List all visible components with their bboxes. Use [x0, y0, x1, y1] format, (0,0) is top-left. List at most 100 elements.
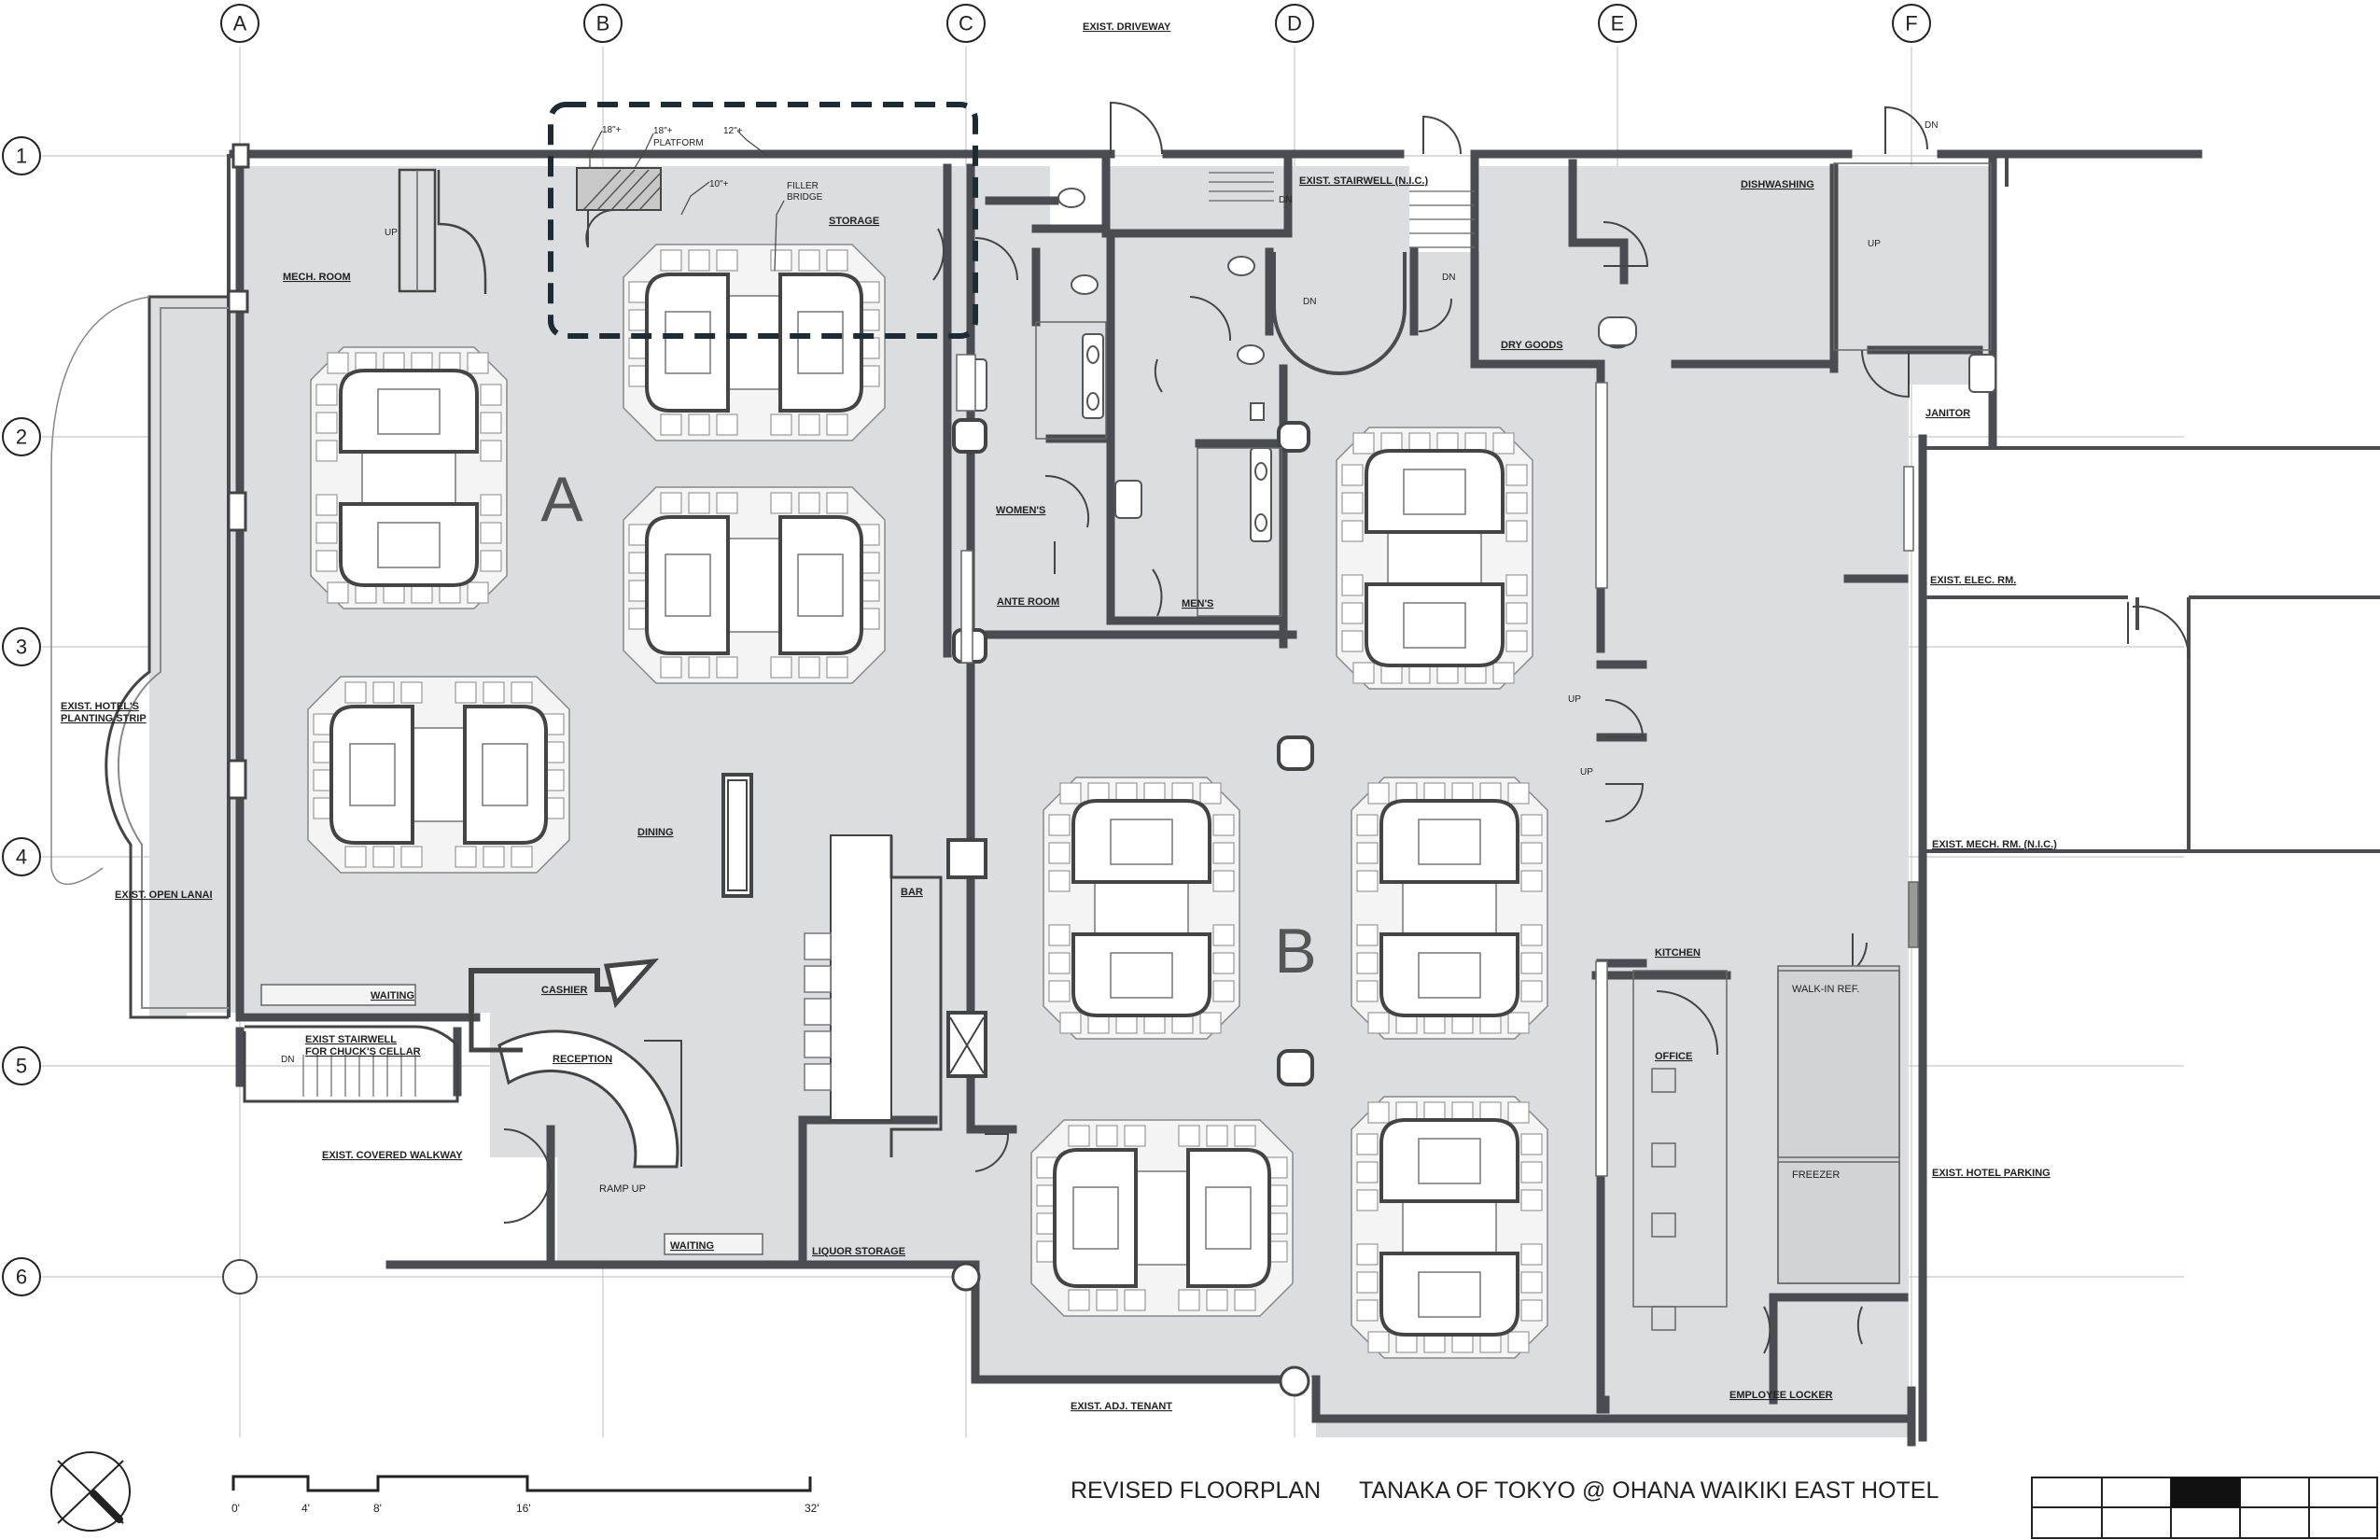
grid-bubble-e — [1598, 4, 1637, 43]
grid-bubble-5 — [2, 1046, 41, 1085]
label-employee-locker: EMPLOYEE LOCKER — [1729, 1390, 1833, 1401]
scale-tick-0: 0' — [231, 1502, 240, 1515]
label-storage: STORAGE — [829, 216, 879, 227]
label-dining: DINING — [637, 827, 674, 838]
note-up-1: UP — [1568, 694, 1581, 705]
note-platform-dim-3: 12"+ — [723, 126, 743, 136]
scale-tick-32: 32' — [805, 1502, 819, 1515]
existing-labels: EXIST. DRIVEWAY EXIST. HOTEL'S PLANTING … — [61, 21, 2057, 1412]
label-cashier: CASHIER — [541, 985, 588, 996]
zone-a-label: A — [540, 464, 583, 535]
grid-label-3: 3 — [16, 636, 27, 659]
table-a3-ghost — [622, 243, 887, 442]
note-up-dish: UP — [1868, 239, 1881, 249]
bar-counter — [721, 773, 943, 1157]
label-freezer: FREEZER — [1792, 1169, 1840, 1181]
cashier-counter — [469, 958, 660, 1053]
note-dn-top: DN — [1925, 120, 1938, 131]
scale-tick-4: 4' — [301, 1502, 310, 1515]
title-block: REVISED FLOORPLAN TANAKA OF TOKYO @ OHAN… — [1071, 1477, 1939, 1504]
grid-label-1: 1 — [16, 145, 27, 168]
table-a4 — [622, 485, 887, 685]
grid-bubble-1 — [2, 136, 41, 175]
misc-partitions — [260, 162, 1992, 1331]
note-platform: PLATFORM — [653, 138, 704, 148]
label-waiting-1: WAITING — [371, 990, 414, 1001]
platform-hatch — [576, 167, 662, 248]
grid-label-2: 2 — [16, 426, 27, 449]
grid-label-c: C — [959, 12, 973, 35]
note-dn-stair-3: DN — [1442, 273, 1455, 283]
table-b5 — [1350, 1095, 1549, 1360]
label-kitchen: KITCHEN — [1655, 947, 1701, 959]
planting-strip — [50, 295, 229, 1019]
note-dn-chucks: DN — [281, 1055, 294, 1065]
stair-treads — [243, 172, 1475, 1103]
scale-tick-16: 16' — [516, 1502, 531, 1515]
label-ante-room: ANTE ROOM — [997, 596, 1059, 608]
label-dishwashing: DISHWASHING — [1741, 179, 1814, 190]
label-office: OFFICE — [1655, 1051, 1692, 1062]
label-exist-covered-walkway: EXIST. COVERED WALKWAY — [322, 1150, 463, 1161]
table-a1 — [309, 345, 509, 610]
grid-bubble-a — [220, 4, 259, 43]
restroom-fixtures — [965, 188, 1996, 542]
label-dry-goods: DRY GOODS — [1501, 340, 1563, 351]
annotation-labels: 18"+ 18"+ PLATFORM 12"+ 10"+ FILLER BRID… — [281, 120, 1938, 1065]
table-b2 — [1042, 776, 1241, 1041]
grid-bubble-d — [1275, 4, 1314, 43]
scale-bar: 0' 4' 8' 16' 32' — [231, 1475, 819, 1515]
grid-label-a: A — [233, 12, 247, 35]
label-janitor: JANITOR — [1925, 408, 1970, 419]
grid-bubble-6 — [2, 1257, 41, 1296]
label-exist-mech-rm: EXIST. MECH. RM. (N.I.C.) — [1932, 839, 2057, 850]
sheet-index-grid — [2031, 1477, 2378, 1539]
grid-label-b: B — [596, 12, 610, 35]
label-exist-planting-1: EXIST. HOTEL'S — [61, 701, 139, 712]
label-mech-room: MECH. ROOM — [283, 272, 351, 283]
label-exist-driveway: EXIST. DRIVEWAY — [1083, 21, 1171, 33]
note-bridge: BRIDGE — [787, 192, 823, 203]
row-grid-bubbles: 1 2 3 4 5 6 — [2, 136, 41, 1296]
label-exist-hotel-parking: EXIST. HOTEL PARKING — [1932, 1168, 2051, 1179]
note-platform-dim-1: 18"+ — [602, 125, 622, 135]
label-walk-in-ref: WALK-IN REF. — [1792, 984, 1859, 995]
grid-bubble-b — [583, 4, 623, 43]
grid-bubble-3 — [2, 627, 41, 666]
reception-desk — [497, 1029, 682, 1169]
grid-label-4: 4 — [16, 846, 27, 869]
note-up-2: UP — [1580, 767, 1593, 777]
label-womens: WOMEN'S — [996, 505, 1045, 516]
table-b3 — [1350, 776, 1549, 1041]
column-grid-bubbles: A B C D E F — [220, 4, 1931, 43]
label-ramp-up: RAMP UP — [599, 1183, 646, 1195]
label-exist-adj-tenant: EXIST. ADJ. TENANT — [1071, 1401, 1172, 1412]
north-arrow-icon — [90, 1490, 123, 1523]
label-exist-open-lanai: EXIST. OPEN LANAI — [115, 889, 213, 901]
label-liquor-storage: LIQUOR STORAGE — [812, 1246, 905, 1257]
grid-label-e: E — [1611, 12, 1625, 35]
mech-room-stair — [398, 168, 487, 294]
platform-leaders — [589, 130, 785, 272]
room-labels: MECH. ROOM STORAGE WOMEN'S ANTE ROOM MEN… — [283, 175, 1970, 1401]
grid-label-f: F — [1905, 12, 1917, 35]
table-b1 — [1335, 426, 1534, 691]
note-up-mech: UP — [385, 228, 398, 238]
grid-label-5: 5 — [16, 1055, 27, 1078]
grid-label-d: D — [1287, 12, 1302, 35]
label-exist-planting-2: PLANTING STRIP — [61, 713, 147, 724]
zone-labels: A B — [540, 464, 1316, 987]
label-mens: MEN'S — [1182, 598, 1213, 609]
label-reception: RECEPTION — [553, 1054, 612, 1065]
grid-bubble-4 — [2, 837, 41, 876]
note-platform-dim-4: 10"+ — [709, 179, 729, 189]
table-a2 — [306, 675, 571, 875]
scale-tick-8: 8' — [373, 1502, 382, 1515]
note-dn-stair-2: DN — [1303, 297, 1316, 307]
label-bar: BAR — [901, 887, 923, 898]
label-stairwell-chucks-2: FOR CHUCK'S CELLAR — [305, 1046, 421, 1057]
drawing-title: REVISED FLOORPLAN — [1071, 1477, 1321, 1504]
north-arrow — [50, 1451, 131, 1532]
label-stairwell-nic: EXIST. STAIRWELL (N.I.C.) — [1299, 175, 1428, 187]
